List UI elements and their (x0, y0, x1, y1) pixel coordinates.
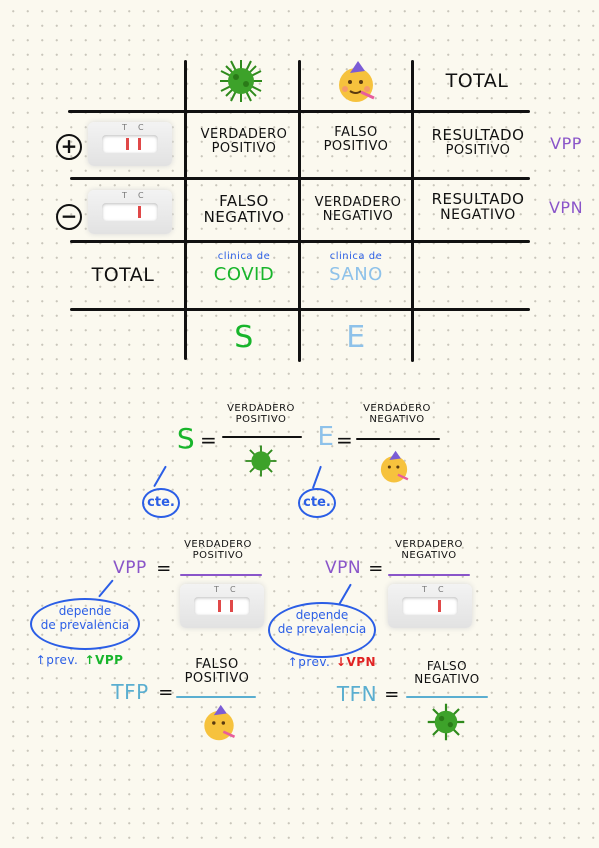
formula-tfp-eq: = (158, 682, 174, 703)
grid-vline-1 (184, 60, 187, 360)
label-vpn-side: VPN (548, 198, 584, 217)
row-total-label: TOTAL (91, 264, 155, 286)
connector-s (153, 465, 167, 488)
formula-s-bar (222, 436, 302, 438)
formula-e-eq: = (336, 428, 354, 452)
sensitivity-letter: S (234, 320, 254, 355)
vpp-up: ↑VPP (84, 653, 124, 667)
formula-vpp-bar (180, 574, 262, 576)
party-face-icon (339, 61, 375, 102)
connector-e (311, 465, 322, 489)
constant-tag-s: cte. (142, 488, 180, 518)
formula-tfn-eq: = (384, 684, 400, 705)
virus-icon (220, 60, 262, 102)
label-vpp-side: VPP (550, 134, 582, 153)
grid-vline-2 (298, 60, 301, 362)
party-face-icon (204, 704, 236, 741)
formula-e-letter: E (317, 422, 335, 452)
grid-hline-1 (68, 110, 530, 113)
formula-tfn-bar (406, 696, 488, 698)
grid-hline-2 (70, 177, 530, 180)
formula-tfp-label: TFP (111, 680, 149, 704)
positive-test-icon: T C (88, 122, 172, 166)
minus-sign-icon: − (56, 204, 82, 230)
negative-test-icon: T C (88, 190, 172, 234)
vpn-down: ↓VPN (335, 655, 377, 669)
formula-vpn-eq: = (368, 558, 384, 579)
formula-s-letter: S (176, 422, 196, 455)
connector-vpp (98, 579, 114, 598)
constant-tag-e: cte. (298, 488, 336, 518)
virus-icon (245, 445, 277, 477)
specificity-letter: E (346, 320, 366, 355)
grid-vline-3 (411, 60, 414, 362)
grid-hline-4 (70, 308, 530, 311)
positive-test-icon: T C (180, 584, 264, 628)
connector-vpn (338, 583, 352, 606)
header-total: TOTAL (445, 70, 509, 92)
clinic-covid-small: clinica de (217, 251, 271, 262)
party-face-icon (380, 450, 409, 483)
vpp-prev-up: ↑prev. (35, 653, 79, 667)
formula-vpn-bar (388, 574, 470, 576)
negative-test-icon: T C (388, 584, 472, 628)
clinic-healthy-big: SANO (329, 264, 383, 285)
formula-vpp-eq: = (156, 558, 172, 579)
virus-icon (427, 703, 465, 741)
formula-s-eq: = (200, 428, 218, 452)
formula-vpn-label: VPN (324, 558, 362, 578)
formula-e-bar (356, 438, 440, 440)
formula-tfn-label: TFN (336, 682, 378, 706)
clinic-covid-big: COVID (213, 264, 275, 285)
vpn-prev-up: ↑prev. (287, 655, 331, 669)
clinic-healthy-small: clinica de (329, 251, 383, 262)
grid-hline-3 (70, 240, 530, 243)
formula-vpp-label: VPP (113, 558, 147, 578)
formula-tfp-bar (176, 696, 256, 698)
plus-sign-icon: + (56, 134, 82, 160)
